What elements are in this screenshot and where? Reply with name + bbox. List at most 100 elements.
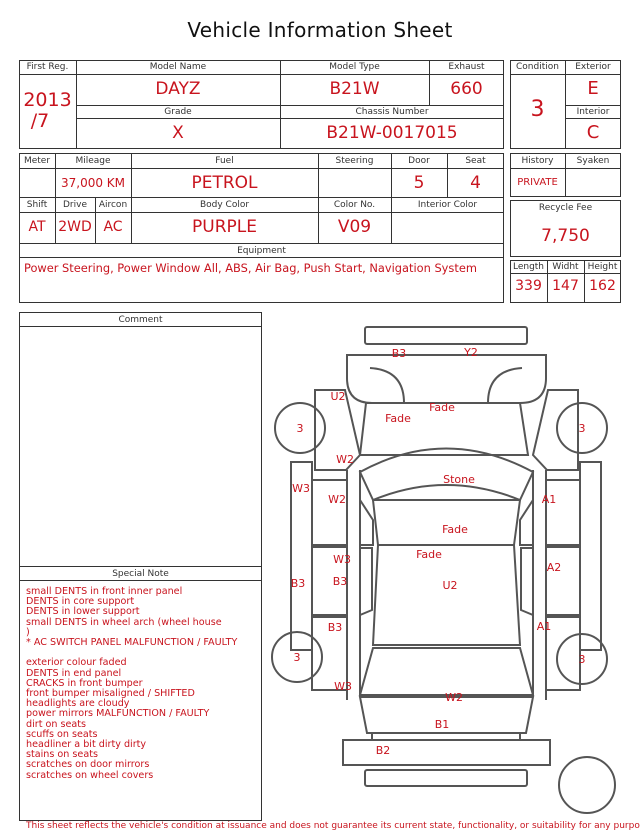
syaken-label: Syaken bbox=[576, 156, 610, 166]
front-door-left-glass bbox=[359, 496, 374, 546]
list-item: headlights are cloudy bbox=[26, 698, 130, 710]
drive-value: 2WD bbox=[58, 219, 92, 235]
condition-label: Condition bbox=[516, 62, 559, 72]
mark-fade-3: Fade bbox=[442, 523, 468, 536]
mark-fade-1: Fade bbox=[429, 401, 455, 414]
tire-front-right bbox=[556, 402, 608, 454]
equipment-label: Equipment bbox=[237, 246, 286, 256]
door-label: Door bbox=[408, 156, 430, 166]
mileage-label: Mileage bbox=[75, 156, 111, 166]
rear-bumper bbox=[342, 739, 551, 766]
rear-door-right-glass bbox=[520, 547, 534, 617]
history-label: History bbox=[521, 156, 554, 166]
list-item: scuffs on seats bbox=[26, 728, 98, 740]
sill-right bbox=[579, 461, 602, 651]
mark-w2-rear: W2 bbox=[445, 691, 463, 704]
list-item: * AC SWITCH PANEL MALFUNCTION / FAULTY bbox=[26, 637, 238, 649]
chassis-label: Chassis Number bbox=[355, 107, 429, 117]
color-no-label: Color No. bbox=[333, 200, 376, 210]
aircon-value: AC bbox=[103, 219, 123, 235]
front-door-right-glass bbox=[519, 496, 534, 546]
disclaimer: This sheet reflects the vehicle's condit… bbox=[26, 821, 640, 831]
mark-fade-2: Fade bbox=[385, 412, 411, 425]
exterior-value: E bbox=[587, 78, 599, 99]
shift-value: AT bbox=[28, 219, 46, 235]
rear-arch-left bbox=[371, 733, 521, 740]
fuel-label: Fuel bbox=[215, 156, 234, 166]
mark-b1: B1 bbox=[435, 718, 450, 731]
mark-stone: Stone bbox=[443, 473, 475, 486]
mark-b3-lower: B3 bbox=[328, 621, 343, 634]
first-reg-year: 2013 bbox=[23, 89, 72, 111]
front-arch-left bbox=[369, 367, 405, 404]
list-item: DENTS in end panel bbox=[26, 667, 122, 679]
condition-value: 3 bbox=[530, 97, 545, 122]
length-label: Length bbox=[512, 262, 545, 272]
mark-u2-center: U2 bbox=[442, 579, 457, 592]
list-item: dirt on seats bbox=[26, 718, 87, 730]
grade-value: X bbox=[172, 123, 184, 143]
hood bbox=[358, 402, 530, 456]
fuel-value: PETROL bbox=[191, 173, 258, 193]
rear-quarter-right bbox=[545, 616, 581, 691]
equipment-value: Power Steering, Power Window All, ABS, A… bbox=[24, 261, 477, 275]
seat-value: 4 bbox=[470, 173, 481, 193]
recycle-fee-label: Recycle Fee bbox=[538, 203, 593, 213]
recycle-fee-value: 7,750 bbox=[541, 226, 590, 246]
steering-label: Steering bbox=[335, 156, 374, 166]
body-side-left bbox=[346, 470, 361, 700]
mark-w3-rear-door: W3 bbox=[333, 553, 351, 566]
car-damage-diagram: B3 Y2 U2 Fade Fade 3 3 W2 W3 Stone W2 A1… bbox=[271, 326, 616, 814]
list-item: scratches on wheel covers bbox=[26, 769, 154, 781]
color-no-value: V09 bbox=[337, 217, 372, 237]
exterior-label: Exterior bbox=[575, 62, 611, 72]
rear-bumper-lower bbox=[364, 769, 528, 787]
tire-rear-left bbox=[271, 631, 323, 683]
model-type-value: B21W bbox=[329, 79, 380, 99]
tire-rear-right bbox=[556, 633, 608, 685]
special-notes-list: small DENTS in front inner panel DENTS i… bbox=[26, 586, 256, 781]
mark-b3-rear-door: B3 bbox=[333, 575, 348, 588]
list-item: power mirrors MALFUNCTION / FAULTY bbox=[26, 708, 210, 720]
spare-tire bbox=[558, 756, 616, 814]
front-bumper bbox=[364, 326, 528, 345]
list-item: scratches on door mirrors bbox=[26, 759, 150, 771]
rear-door-left-glass bbox=[359, 547, 373, 617]
mark-b2: B2 bbox=[376, 744, 391, 757]
model-name-label: Model Name bbox=[149, 62, 207, 72]
front-door-right bbox=[545, 479, 581, 546]
mark-w2-left: W2 bbox=[336, 453, 354, 466]
height-label: Height bbox=[587, 262, 618, 272]
exhaust-label: Exhaust bbox=[448, 62, 485, 72]
interior-value: C bbox=[586, 122, 600, 143]
fender-right bbox=[531, 389, 579, 471]
rear-glass bbox=[371, 544, 522, 646]
grade-label: Grade bbox=[164, 107, 192, 117]
model-type-label: Model Type bbox=[329, 62, 380, 72]
aircon-label: Aircon bbox=[98, 200, 128, 210]
mark-w3-lower: W3 bbox=[334, 680, 352, 693]
list-item: front bumper misaligned / SHIFTED bbox=[26, 688, 195, 700]
list-item: DENTS in lower support bbox=[26, 606, 140, 618]
fender-left bbox=[314, 389, 362, 471]
mark-u2-top: U2 bbox=[330, 390, 345, 403]
width-label: Widht bbox=[552, 262, 579, 272]
list-item: ) bbox=[26, 626, 30, 638]
length-value: 339 bbox=[515, 278, 542, 294]
drive-label: Drive bbox=[63, 200, 87, 210]
comment-label: Comment bbox=[118, 315, 163, 325]
windshield bbox=[358, 447, 535, 502]
mark-fade-4: Fade bbox=[416, 548, 442, 561]
front-arch-right bbox=[487, 367, 523, 404]
rear-hatch bbox=[358, 696, 535, 734]
mark-a1-lower: A1 bbox=[537, 620, 552, 633]
mileage-value: 37,000 KM bbox=[60, 176, 126, 190]
body-color-value: PURPLE bbox=[192, 217, 257, 237]
body-color-label: Body Color bbox=[199, 200, 250, 210]
list-item: small DENTS in wheel arch (wheel house bbox=[26, 616, 222, 628]
interior-color-label: Interior Color bbox=[417, 200, 478, 210]
mark-w2-door: W2 bbox=[328, 493, 346, 506]
history-value: PRIVATE bbox=[517, 177, 558, 188]
height-value: 162 bbox=[589, 278, 616, 294]
list-item: headliner a bit dirty dirty bbox=[26, 739, 147, 751]
